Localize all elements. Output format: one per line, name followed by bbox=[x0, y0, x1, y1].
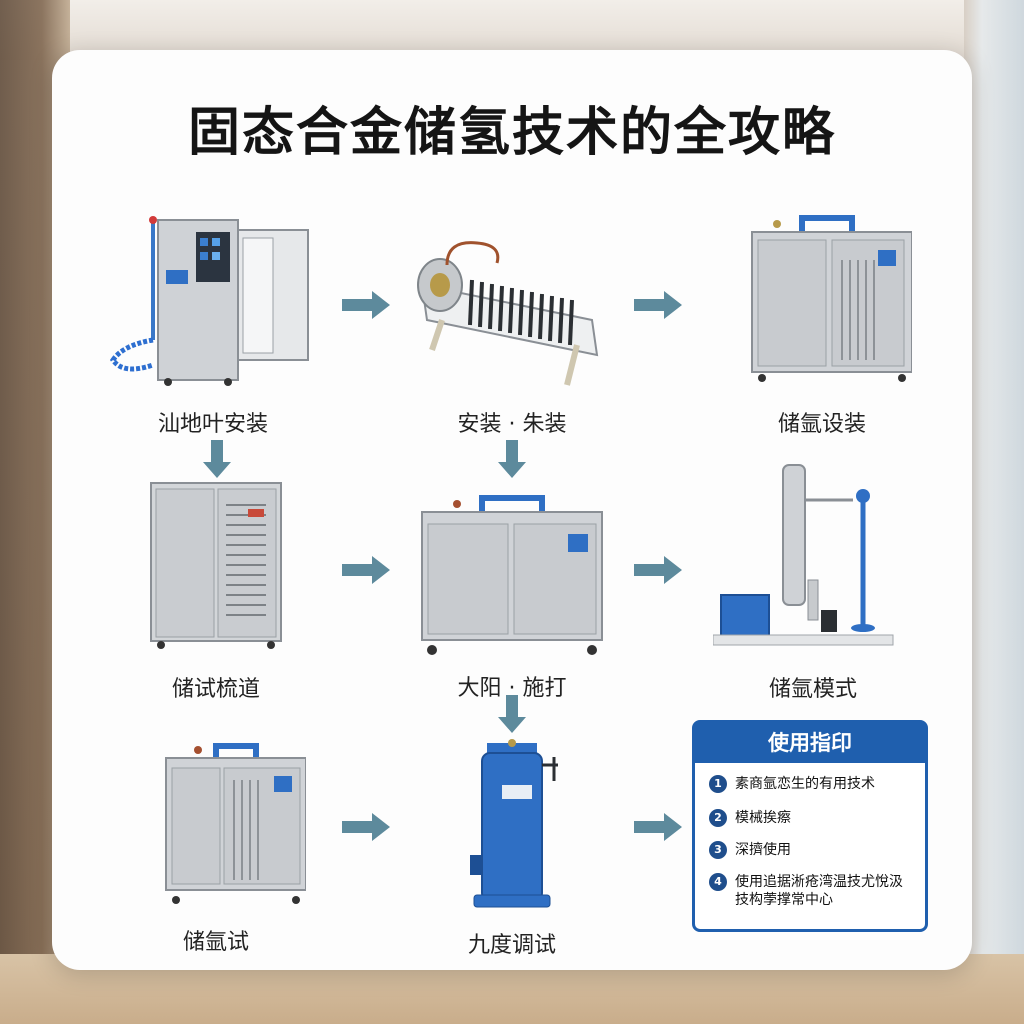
step-2-equipment: 安装 · 朱装 bbox=[397, 225, 627, 437]
storage-cabinet-handle-icon bbox=[421, 495, 603, 655]
guide-item-text: 素商氩恋生的有用技术 bbox=[735, 776, 875, 792]
arrow-right-icon bbox=[634, 291, 682, 319]
step-label: 储试梳道 bbox=[171, 677, 260, 702]
arrow-down-icon bbox=[203, 440, 231, 478]
step-label: 安装 · 朱装 bbox=[457, 412, 567, 437]
guide-item-number: 4 bbox=[709, 873, 727, 891]
step-3-equipment: 储氩设装 bbox=[707, 210, 937, 437]
arrow-right-icon bbox=[342, 291, 390, 319]
page-title: 固态合金储氢技术的全攻略 bbox=[187, 103, 836, 163]
step-6-equipment: 储氩模式 bbox=[698, 460, 928, 702]
guide-item-text: 模械挨瘵 bbox=[735, 810, 791, 826]
guide-title: 使用指印 bbox=[695, 723, 925, 763]
storage-cabinet-icon bbox=[751, 215, 912, 382]
hydrogen-tank-icon bbox=[470, 739, 558, 908]
arrow-right-icon bbox=[634, 813, 682, 841]
step-1-equipment: 汕地叶安装 bbox=[98, 210, 328, 437]
cabinet-open-door-icon bbox=[109, 216, 309, 386]
step-label: 汕地叶安装 bbox=[157, 412, 268, 437]
arrow-down-icon bbox=[498, 695, 526, 733]
step-5-equipment: 大阳 · 施打 bbox=[397, 490, 627, 701]
step-4-equipment: 储试梳道 bbox=[101, 475, 331, 702]
ventilated-cabinet-icon bbox=[150, 482, 282, 649]
arrow-right-icon bbox=[634, 556, 682, 584]
guide-item-number: 1 bbox=[709, 775, 727, 793]
usage-guide-box: 使用指印 1 素商氩恋生的有用技术 2 模械挨瘵 3 深擠使用 4 使用追据淅疮… bbox=[692, 720, 928, 932]
step-8-equipment: 九度调试 bbox=[397, 735, 627, 958]
step-7-equipment: 储氩试 bbox=[101, 740, 331, 955]
step-label: 储氩设装 bbox=[777, 412, 866, 437]
guide-item-text: 使用追据淅疮湾温技尤悅汲技构荸撑常中心 bbox=[735, 874, 903, 908]
guide-item-text: 深擠使用 bbox=[735, 842, 791, 858]
guide-item-number: 2 bbox=[709, 809, 727, 827]
arrow-right-icon bbox=[342, 556, 390, 584]
step-label: 储氩模式 bbox=[768, 677, 857, 702]
compact-cabinet-icon bbox=[165, 743, 306, 904]
step-label: 储氩试 bbox=[182, 930, 249, 955]
test-rig-icon bbox=[713, 464, 894, 646]
background-window-right bbox=[964, 0, 1024, 1024]
step-label: 九度调试 bbox=[467, 933, 556, 958]
guide-item-number: 3 bbox=[709, 841, 727, 859]
infographic-card: 固态合金储氢技术的全攻略 汕地叶安装 bbox=[52, 50, 972, 970]
arrow-down-icon bbox=[498, 440, 526, 478]
arrow-right-icon bbox=[342, 813, 390, 841]
heat-exchanger-icon bbox=[417, 241, 599, 386]
